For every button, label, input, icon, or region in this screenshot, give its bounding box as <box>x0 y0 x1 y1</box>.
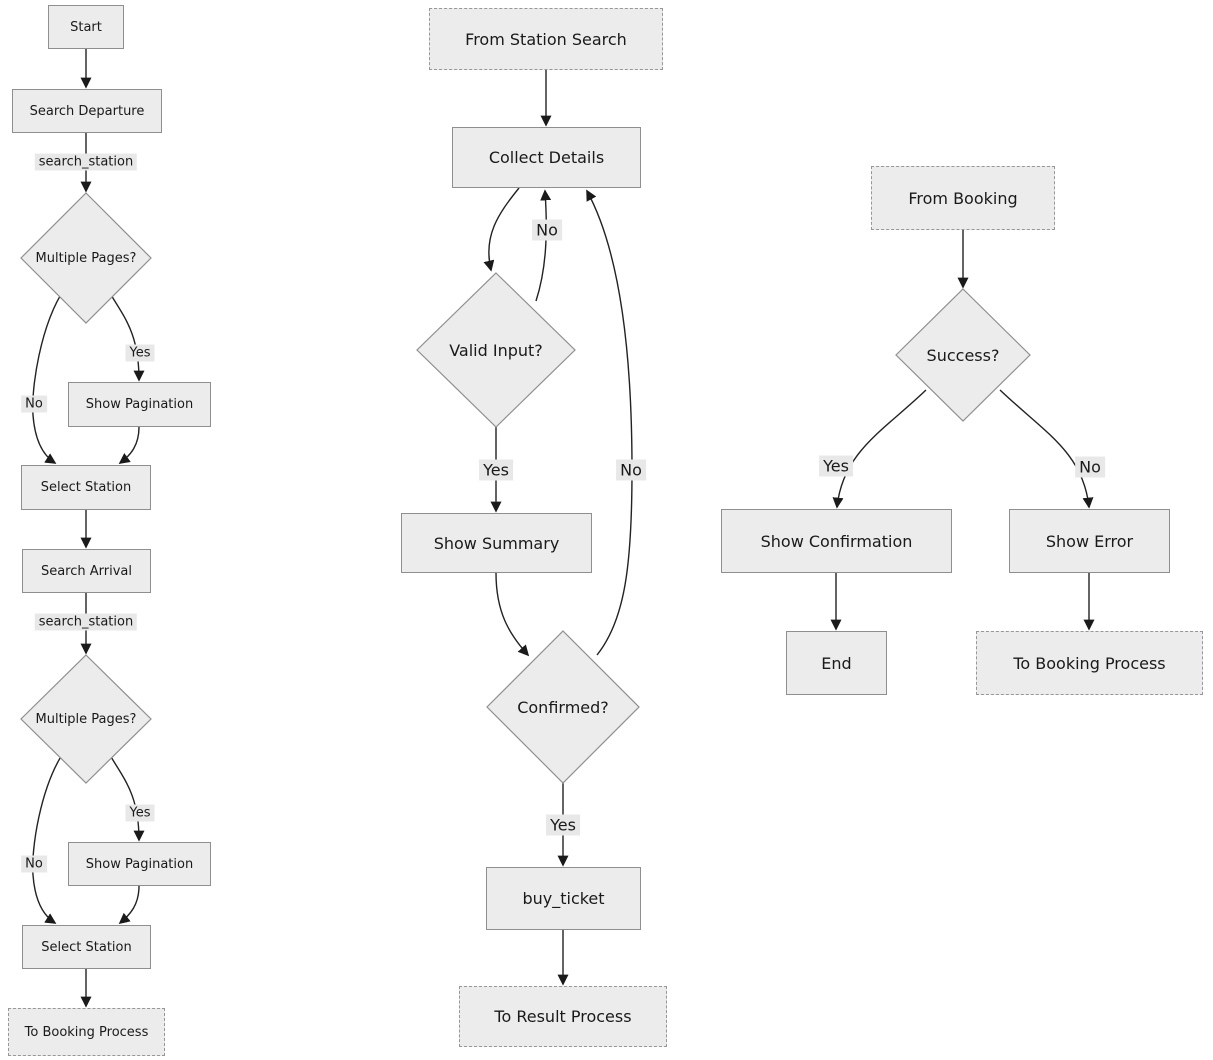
edge-multiple-pages-1-yes <box>106 287 145 382</box>
node-search-departure: Search Departure <box>12 89 162 133</box>
edge-multiple-pages-2-no <box>32 749 66 924</box>
node-from-booking: From Booking <box>871 166 1055 230</box>
node-show-pagination-2: Show Pagination <box>68 842 211 886</box>
node-search-arrival: Search Arrival <box>22 549 151 593</box>
node-show-pagination-1-label: Show Pagination <box>85 397 194 412</box>
edge-label-success-no: No <box>1075 456 1105 478</box>
decision-success-shape <box>895 288 1031 422</box>
node-search-departure-label: Search Departure <box>29 103 145 119</box>
node-end: End <box>786 631 887 695</box>
node-to-booking-process-right-label: To Booking Process <box>1013 653 1166 673</box>
edge-multiple-pages-2-yes <box>106 749 145 842</box>
node-start-label: Start <box>70 19 102 35</box>
decision-valid-input-shape <box>416 272 576 428</box>
edge-valid-input-no-back <box>535 189 552 302</box>
node-show-error: Show Error <box>1009 509 1170 573</box>
node-show-summary-label: Show Summary <box>433 533 560 553</box>
edge-label-invalid-no: No <box>532 219 562 241</box>
edge-label-yes-2: Yes <box>125 804 155 822</box>
node-select-station-2-label: Select Station <box>41 939 132 955</box>
node-show-error-label: Show Error <box>1045 531 1134 551</box>
node-buy-ticket-label: buy_ticket <box>522 889 605 908</box>
edge-success-yes <box>832 389 927 509</box>
edge-collect-details-to-valid-input <box>483 187 520 272</box>
node-search-arrival-label: Search Arrival <box>40 563 133 579</box>
node-show-confirmation: Show Confirmation <box>721 509 952 573</box>
edge-success-no <box>999 389 1094 509</box>
decision-confirmed-shape <box>486 630 640 784</box>
node-to-booking-process-left-label: To Booking Process <box>24 1024 149 1040</box>
node-select-station-1-label: Select Station <box>40 480 132 495</box>
node-show-confirmation-label: Show Confirmation <box>760 531 913 551</box>
edge-label-confirm-no: No <box>616 459 646 481</box>
node-show-pagination-1: Show Pagination <box>68 382 211 427</box>
node-collect-details-label: Collect Details <box>488 148 605 167</box>
node-show-summary: Show Summary <box>401 513 592 573</box>
edge-label-success-yes: Yes <box>819 455 853 477</box>
edge-show-summary-to-confirmed <box>495 572 530 657</box>
node-to-booking-process-right: To Booking Process <box>976 631 1203 695</box>
node-to-result-process: To Result Process <box>459 986 667 1047</box>
node-start: Start <box>48 5 124 49</box>
edge-show-pagination-2-to-select-station-2 <box>118 885 140 925</box>
node-collect-details: Collect Details <box>452 127 641 188</box>
node-from-station-search-label: From Station Search <box>465 29 627 49</box>
node-end-label: End <box>821 653 852 673</box>
node-to-booking-process-left: To Booking Process <box>8 1008 165 1056</box>
edge-label-search-station-2: search_station <box>34 613 138 631</box>
edge-multiple-pages-1-no <box>32 287 66 464</box>
edge-confirmed-no-back <box>586 189 633 656</box>
edge-label-search-station-1: search_station <box>34 153 138 171</box>
node-select-station-2: Select Station <box>22 925 151 969</box>
node-from-booking-label: From Booking <box>908 188 1018 208</box>
edge-label-no-2: No <box>21 855 47 873</box>
edge-label-no-1: No <box>21 395 47 413</box>
node-to-result-process-label: To Result Process <box>494 1007 632 1026</box>
decision-multiple-pages-2-shape <box>20 654 152 784</box>
edge-show-pagination-1-to-select-station-1 <box>118 426 140 464</box>
node-buy-ticket: buy_ticket <box>486 867 641 930</box>
edge-label-confirm-yes: Yes <box>546 814 580 836</box>
node-from-station-search: From Station Search <box>429 8 663 70</box>
edge-label-yes-1: Yes <box>125 344 155 362</box>
node-show-pagination-2-label: Show Pagination <box>85 856 194 872</box>
decision-multiple-pages-1-shape <box>20 192 152 324</box>
node-select-station-1: Select Station <box>21 465 151 510</box>
edge-label-valid-yes: Yes <box>479 459 513 481</box>
